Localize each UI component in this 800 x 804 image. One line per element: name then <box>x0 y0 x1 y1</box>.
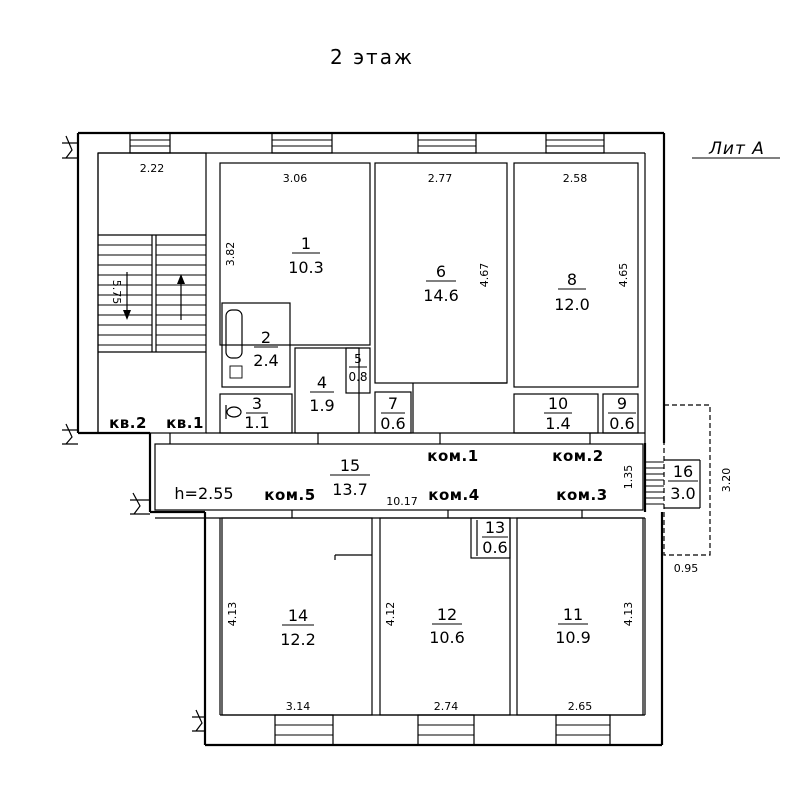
room-3-area: 1.1 <box>244 413 269 432</box>
room-9: 9 0.6 <box>602 393 639 434</box>
dim-r6-width: 2.77 <box>428 172 453 185</box>
room-9-number: 9 <box>617 394 627 413</box>
dim-balcony-height: 3.20 <box>720 468 733 493</box>
dim-stair-width: 2.22 <box>140 162 165 175</box>
room-1: 3.06 3.82 1 10.3 <box>219 162 371 346</box>
dim-r12-width: 2.74 <box>434 700 459 713</box>
room-5-area: 0.8 <box>348 370 367 384</box>
dim-balcony-width: 0.95 <box>674 562 699 575</box>
dim-r11-width: 2.65 <box>568 700 593 713</box>
room-8-area: 12.0 <box>554 295 590 314</box>
dim-r6-height: 4.67 <box>478 263 491 288</box>
dim-r8-height: 4.65 <box>617 263 630 288</box>
room-14: 4.13 3.14 14 12.2 <box>221 517 373 716</box>
room-6: 2.77 4.67 6 14.6 <box>374 162 508 433</box>
room-5-number: 5 <box>354 352 362 366</box>
top-windows <box>129 132 605 154</box>
stair-arrow-up-icon <box>177 274 185 320</box>
room-11: 4.13 2.65 11 10.9 <box>516 517 644 716</box>
dim-r11-height: 4.13 <box>622 602 635 627</box>
room-8-number: 8 <box>567 270 577 289</box>
room-4-number: 4 <box>317 373 327 392</box>
dim-r1-height: 3.82 <box>224 242 237 267</box>
flat-label-kv2: кв.2 <box>109 414 147 432</box>
room-4: 4 1.9 <box>294 347 360 434</box>
room-2: 2 2.4 <box>221 302 291 388</box>
kom-label-3: ком.3 <box>556 486 607 504</box>
ceiling-height: h=2.55 <box>174 484 233 503</box>
room-11-number: 11 <box>563 605 583 624</box>
room-9-area: 0.6 <box>609 414 634 433</box>
dim-stair-height: 5.75 <box>110 280 123 305</box>
kom-label-4: ком.4 <box>428 486 479 504</box>
room-10: 10 1.4 <box>513 393 599 434</box>
room-2-number: 2 <box>261 328 271 347</box>
room-14-area: 12.2 <box>280 630 316 649</box>
room-12-number: 12 <box>437 605 457 624</box>
room-7: 7 0.6 <box>374 391 412 434</box>
room-15-number: 15 <box>340 456 360 475</box>
room-2-area: 2.4 <box>253 351 278 370</box>
kom-label-1: ком.1 <box>427 447 478 465</box>
room-14-number: 14 <box>288 606 308 625</box>
room-4-area: 1.9 <box>309 396 334 415</box>
room-3: 3 1.1 <box>219 393 293 434</box>
dim-r12-height: 4.12 <box>384 602 397 627</box>
lit-label: Лит А <box>708 139 765 159</box>
room-13-number: 13 <box>485 518 505 537</box>
dim-r1-width: 3.06 <box>283 172 308 185</box>
room-12-area: 10.6 <box>429 628 465 647</box>
bottom-windows <box>274 714 611 746</box>
partition-walls <box>155 432 645 519</box>
room-11-area: 10.9 <box>555 628 591 647</box>
outer-walls <box>62 131 666 747</box>
dim-r14-height: 4.13 <box>226 602 239 627</box>
dim-r8-width: 2.58 <box>563 172 588 185</box>
room-15-corridor: 15 13.7 h=2.55 10.17 1.35 <box>154 433 644 518</box>
room-8: 2.58 4.65 8 12.0 <box>513 162 639 388</box>
room-6-number: 6 <box>436 262 446 281</box>
room-10-area: 1.4 <box>545 414 570 433</box>
dim-corridor-width: 1.35 <box>622 465 635 490</box>
kom-label-2: ком.2 <box>552 447 603 465</box>
dim-corridor-length: 10.17 <box>386 495 418 508</box>
room-16-number: 16 <box>673 462 693 481</box>
room-15-area: 13.7 <box>332 480 368 499</box>
room-1-area: 10.3 <box>288 258 324 277</box>
kom-label-5: ком.5 <box>264 486 315 504</box>
room-7-area: 0.6 <box>380 414 405 433</box>
room-10-number: 10 <box>548 394 568 413</box>
room-13-area: 0.6 <box>482 538 507 557</box>
stair-arrow-down-icon <box>123 272 131 320</box>
room-3-number: 3 <box>252 394 262 413</box>
room-6-area: 14.6 <box>423 286 459 305</box>
room-16-balcony: 16 3.0 3.20 0.95 <box>646 404 733 575</box>
flat-label-kv1: кв.1 <box>166 414 204 432</box>
room-7-number: 7 <box>388 394 398 413</box>
staircase <box>97 152 207 434</box>
room-5: 5 0.8 <box>345 347 371 394</box>
room-13: 13 0.6 <box>470 517 511 559</box>
dim-r14-width: 3.14 <box>286 700 311 713</box>
room-16-area: 3.0 <box>670 484 695 503</box>
floor-title: 2 этаж <box>330 45 414 69</box>
room-1-number: 1 <box>301 234 311 253</box>
